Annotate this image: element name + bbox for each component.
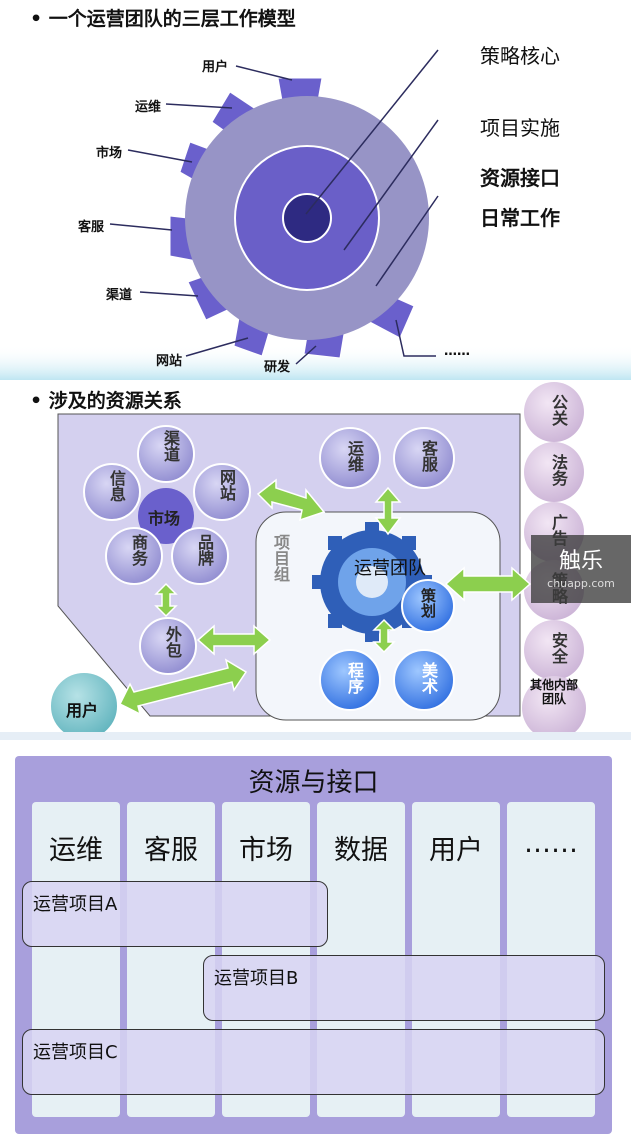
arrow-support-gear	[374, 486, 402, 536]
node-channel	[137, 425, 195, 483]
section2-bottom-band	[0, 732, 631, 740]
tooth-label-user: 用户	[202, 60, 229, 75]
label-other-teams: 其他内部团队	[529, 678, 578, 706]
label-outsource: 外包	[163, 626, 182, 658]
label-security: 安全	[549, 632, 568, 664]
node-info	[83, 463, 141, 521]
watermark-sub-text: chuapp.com	[547, 577, 615, 590]
gear-core	[282, 193, 332, 243]
column-label: 市场	[239, 835, 293, 866]
label-ops-top: 运维	[345, 440, 364, 472]
tooth-label-more: ……	[444, 344, 470, 359]
resource-interface-title: 资源与接口	[248, 768, 379, 798]
column-label: 运维	[49, 835, 103, 866]
project-bar-b: 运营项目B	[203, 955, 605, 1021]
callout-core: 策略核心	[480, 44, 560, 68]
arrow-website-project	[256, 478, 326, 522]
section2-title: • 涉及的资源关系	[30, 390, 182, 412]
node-other-teams	[522, 676, 586, 740]
label-brand: 品牌	[195, 534, 214, 566]
tooth-label-market: 市场	[96, 146, 123, 161]
label-planning: 策划	[419, 588, 437, 618]
column-label: 用户	[429, 835, 483, 866]
project-bar-a: 运营项目A	[22, 881, 328, 947]
label-programming: 程序	[345, 662, 364, 694]
label-legal: 法务	[549, 454, 568, 486]
node-brand	[171, 527, 229, 585]
label-info: 信息	[107, 470, 126, 502]
label-support-top: 客服	[419, 440, 438, 472]
label-pr: 公关	[549, 394, 568, 426]
node-support-top	[393, 427, 455, 489]
project-label: 运营项目B	[214, 968, 299, 989]
watermark-main-text: 触乐	[558, 549, 603, 574]
label-bizdev: 商务	[129, 534, 148, 566]
node-website	[193, 463, 251, 521]
resource-interface-panel: 资源与接口 运维 客服 市场 数据 用户 …… 运营项目A 运营项目B 运营项目…	[15, 756, 612, 1134]
node-art	[393, 649, 455, 711]
column-label: 数据	[334, 835, 388, 866]
arrow-gear-right	[444, 566, 532, 602]
label-market-center: 市场	[148, 509, 181, 528]
label-channel: 渠道	[161, 430, 180, 462]
label-user: 用户	[66, 701, 99, 720]
column-label: ……	[524, 828, 578, 859]
section1-title: • 一个运营团队的三层工作模型	[30, 8, 296, 30]
node-security	[524, 620, 584, 680]
tooth-label-rnd: 研发	[264, 360, 291, 375]
label-project-group: 项目组	[271, 534, 290, 582]
node-outsource	[139, 617, 197, 675]
callout-resource: 资源接口	[480, 166, 560, 190]
node-planning	[401, 579, 455, 633]
node-ops-top	[319, 427, 381, 489]
column-label: 客服	[144, 835, 198, 866]
arrow-planning-programming	[372, 618, 396, 654]
tooth-label-website: 网站	[156, 354, 183, 369]
label-art: 美术	[419, 662, 438, 694]
tooth-label-ops: 运维	[135, 100, 162, 115]
project-label: 运营项目C	[33, 1042, 118, 1063]
gear-diagram	[0, 49, 631, 380]
project-bar-c: 运营项目C	[22, 1029, 605, 1095]
node-user	[49, 671, 119, 740]
callout-project: 项目实施	[480, 116, 560, 140]
node-legal	[524, 442, 584, 502]
arrow-user-project	[118, 658, 248, 716]
tooth-label-support: 客服	[78, 220, 105, 235]
callout-daily: 日常工作	[480, 206, 560, 230]
node-pr	[524, 382, 584, 442]
watermark-logo: 触乐 chuapp.com	[531, 535, 631, 603]
project-label: 运营项目A	[33, 894, 118, 915]
arrow-market-outsource	[154, 582, 178, 618]
tooth-label-channel: 渠道	[106, 288, 133, 303]
label-website: 网站	[217, 469, 236, 501]
node-bizdev	[105, 527, 163, 585]
node-programming	[319, 649, 381, 711]
arrow-outsource-project	[196, 624, 272, 656]
market-center	[138, 488, 194, 544]
label-ops-team: 运营团队	[354, 558, 426, 579]
resource-relationship-diagram	[0, 382, 631, 740]
